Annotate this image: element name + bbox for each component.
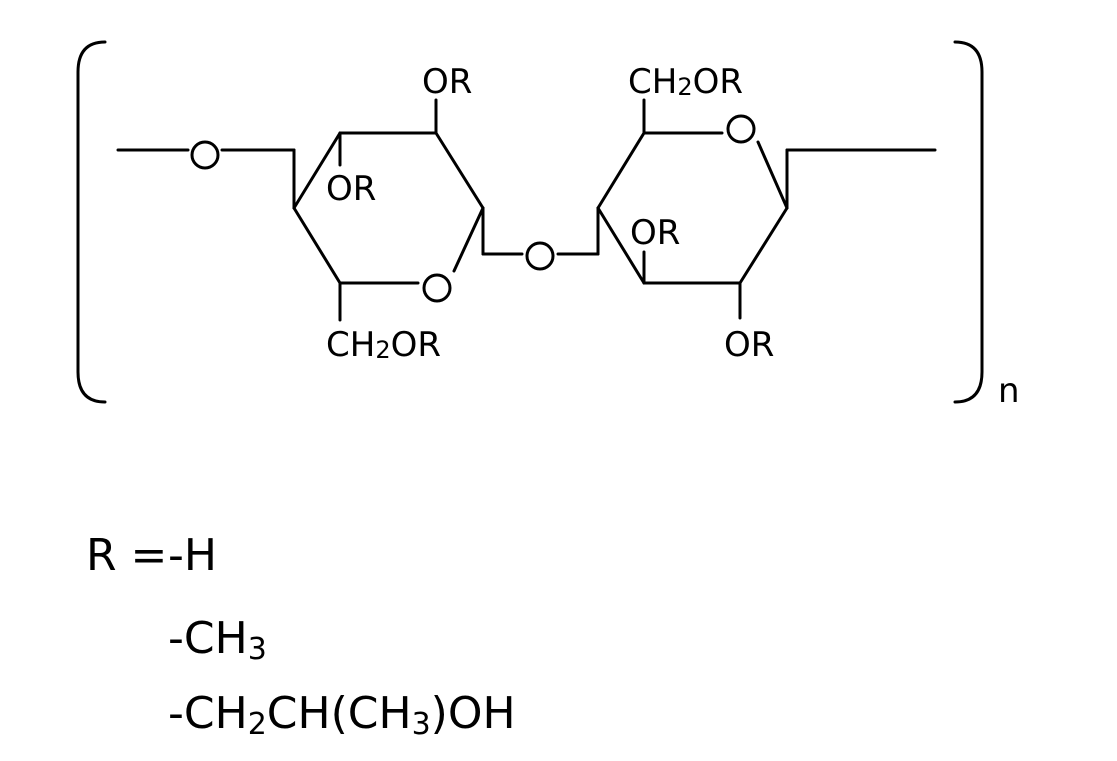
legend-hp-inner: CH: [347, 688, 412, 739]
glycosidic-oxygen: [525, 241, 555, 271]
ring2-inner-substituent: OR: [630, 213, 680, 253]
legend-hp-paren-close: ): [430, 688, 448, 739]
left-bracket: [76, 40, 107, 404]
legend-r-label: R =: [86, 530, 168, 581]
legend-hp-sub1: 2: [247, 707, 267, 742]
ring2-ring-oxygen: [726, 114, 756, 144]
left-linker-oxygen: [190, 140, 220, 170]
legend-group-h: -H: [168, 530, 217, 581]
legend-hp-prefix: -CH: [168, 688, 248, 739]
ring1-top-substituent: OR: [422, 62, 472, 102]
legend-methyl-prefix: -CH: [168, 613, 248, 664]
ring1: [292, 98, 524, 322]
legend-hp-paren-open: (: [330, 688, 348, 739]
ring2: [596, 98, 937, 320]
ring2-top-substituent: CH2OR: [628, 62, 743, 102]
ring1-inner-substituent: OR: [326, 169, 376, 209]
ring1-ring-oxygen: [422, 273, 452, 303]
legend-hp-middle: CH: [266, 688, 331, 739]
legend-group-hydroxypropyl: -CH2CH(CH3)OH: [168, 692, 516, 740]
legend-group-methyl: -CH3: [168, 617, 267, 665]
right-bracket: [953, 40, 984, 404]
ring1-bottom-substituent: CH2OR: [326, 325, 441, 365]
legend-hp-sub2: 3: [411, 707, 431, 742]
legend-hp-suffix: OH: [447, 688, 516, 739]
repeat-label: n: [998, 371, 1020, 411]
ring2-bottom-substituent: OR: [724, 325, 774, 365]
legend-methyl-subscript: 3: [247, 632, 267, 667]
